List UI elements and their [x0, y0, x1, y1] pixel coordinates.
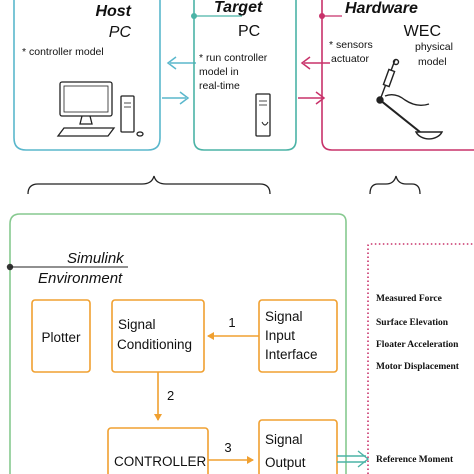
desktop-computer-icon [56, 81, 144, 137]
host-pc-panel: Host PC * controller model [13, 0, 161, 151]
arrowhead-right-icon [357, 450, 370, 468]
output-to-signals-link [337, 450, 370, 468]
simulink-environment-panel: Simulink Environment Plotter Signal Cond… [6, 213, 347, 474]
host-target-link [162, 56, 196, 105]
hardware-note-line2: actuator [331, 53, 369, 65]
hardware-brace [369, 175, 421, 195]
signal-conditioning-block [111, 299, 205, 373]
signal-input-label-line1: Signal [265, 309, 303, 324]
host-subtitle: PC [109, 24, 132, 41]
signal-reference-moment: Reference Moment [376, 455, 454, 465]
signal-input-label-line3: Interface [265, 347, 318, 362]
signal-output-label-line1: Signal [265, 432, 303, 447]
arrowhead-right-icon [315, 91, 326, 105]
signal-list-frame [367, 243, 474, 474]
target-note-line3: real-time [199, 80, 240, 92]
signal-floater-acceleration: Floater Acceleration [376, 340, 459, 350]
hardware-physical-line2: model [418, 56, 447, 68]
target-hardware-link [298, 56, 330, 105]
pc-tower-icon [255, 93, 271, 137]
target-title: Target [214, 0, 263, 16]
controller-block [107, 427, 209, 474]
arrow-label-2: 2 [167, 388, 174, 403]
signal-input-label-line2: Input [265, 328, 295, 343]
hardware-frame [321, 0, 474, 151]
signal-motor-displacement: Motor Displacement [376, 362, 460, 372]
hardware-note-line1: * sensors [329, 39, 373, 51]
hardware-title: Hardware [345, 0, 418, 17]
simulink-frame [9, 213, 347, 474]
arrowhead-left-icon [166, 56, 177, 70]
signal-surface-elevation: Surface Elevation [376, 318, 449, 328]
controller-label: CONTROLLER [114, 454, 207, 469]
host-title: Host [95, 3, 131, 20]
signal-conditioning-label-line2: Conditioning [117, 337, 192, 352]
host-note: * controller model [22, 46, 104, 58]
signal-conditioning-label-line1: Signal [118, 317, 156, 332]
arrowhead-right-icon [179, 91, 190, 105]
target-pc-frame [193, 0, 297, 151]
hardware-physical-line1: physical [415, 41, 453, 53]
plotter-label: Plotter [41, 330, 81, 345]
target-pc-panel: Target PC * run controller model in real… [191, 0, 297, 151]
signal-output-label-line2: Output [265, 455, 306, 470]
host-pc-frame [13, 0, 161, 151]
target-subtitle: PC [238, 23, 260, 40]
target-note-line1: * run controller [199, 52, 268, 64]
arrowhead-left-icon [300, 56, 311, 70]
arrow-label-1: 1 [228, 315, 235, 330]
simulink-subtitle: Environment [38, 270, 123, 287]
signal-measured-force: Measured Force [376, 294, 442, 304]
hardware-panel: Hardware WEC * sensors actuator physical… [319, 0, 474, 151]
wave-energy-converter-icon [376, 58, 444, 140]
simulink-title: Simulink [67, 250, 125, 267]
signal-output-block [258, 419, 338, 474]
hardware-subtitle: WEC [404, 23, 441, 40]
arrow-label-3: 3 [224, 440, 231, 455]
signal-list-panel: Measured Force Surface Elevation Floater… [367, 243, 474, 474]
target-note-line2: model in [199, 66, 239, 78]
pc-group-brace [27, 175, 271, 195]
plotter-block [31, 299, 91, 373]
